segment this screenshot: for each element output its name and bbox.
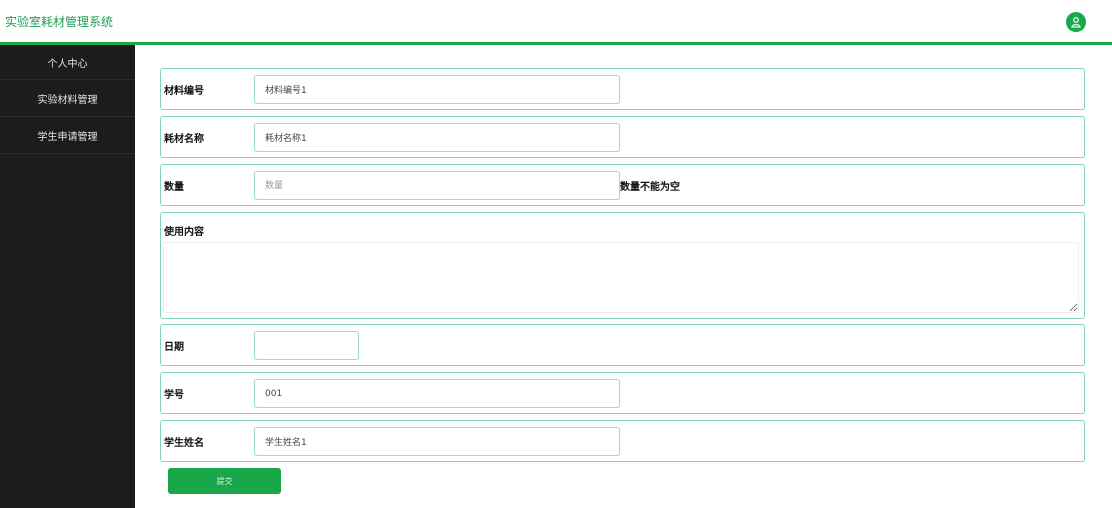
form-row-quantity: 数量 数量不能为空 [160,164,1085,206]
sidebar: 个人中心 实验材料管理 学生申请管理 [0,45,135,508]
form-row-student-id: 学号 [160,372,1085,414]
user-avatar-button[interactable] [1066,12,1086,32]
consumable-name-label: 耗材名称 [164,133,204,145]
usage-content-textarea[interactable] [163,242,1079,313]
quantity-label: 数量 [164,181,184,193]
student-id-input[interactable] [254,379,620,408]
sidebar-item-label: 实验材料管理 [37,94,98,106]
sidebar-item-student-application[interactable]: 学生申请管理 [0,117,135,154]
app-title: 实验室耗材管理系统 [5,15,114,29]
form-row-usage-content: 使用内容 [160,212,1085,319]
sidebar-item-label: 学生申请管理 [37,131,98,143]
form-row-date: 日期 [160,324,1085,366]
form-row-consumable-name: 耗材名称 [160,116,1085,158]
form-row-material-code: 材料编号 [160,68,1085,110]
student-id-label: 学号 [164,389,184,401]
student-name-input[interactable] [254,427,620,456]
sidebar-item-label: 个人中心 [47,58,88,70]
consumable-name-input[interactable] [254,123,620,152]
quantity-input[interactable] [254,171,620,200]
sidebar-item-personal-center[interactable]: 个人中心 [0,45,135,80]
form-row-student-name: 学生姓名 [160,420,1085,462]
user-icon [1071,17,1081,28]
main-content: 材料编号 耗材名称 数量 数量不能为空 使用内容 日期 学号 学生姓名 [135,45,1112,508]
sidebar-item-material-management[interactable]: 实验材料管理 [0,80,135,117]
material-code-label: 材料编号 [164,85,204,97]
top-header: 实验室耗材管理系统 [0,0,1112,45]
date-label: 日期 [164,341,184,353]
student-name-label: 学生姓名 [164,437,204,449]
quantity-error-message: 数量不能为空 [620,181,680,193]
material-code-input[interactable] [254,75,620,104]
date-input[interactable] [254,331,359,360]
submit-button[interactable]: 提交 [168,468,281,494]
usage-content-label: 使用内容 [164,227,204,238]
